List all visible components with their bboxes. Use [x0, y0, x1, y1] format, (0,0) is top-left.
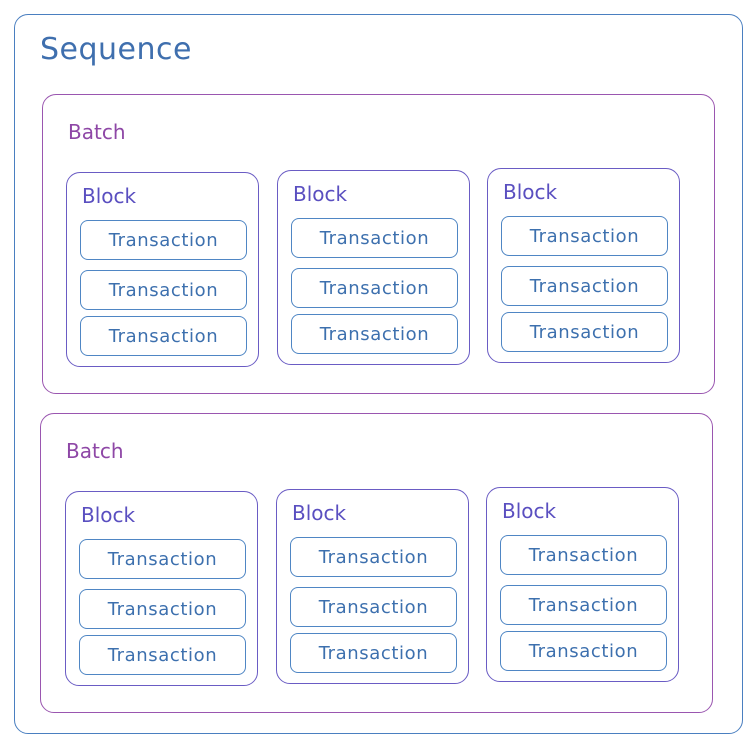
transaction-box: Transaction [80, 220, 247, 260]
sequence-title: Sequence [40, 32, 192, 67]
transaction-box: Transaction [79, 589, 246, 629]
transaction-box: Transaction [290, 537, 457, 577]
transaction-box: Transaction [500, 585, 667, 625]
batch-1-block-3: Block Transaction Transaction Transactio… [487, 168, 680, 363]
transaction-box: Transaction [500, 535, 667, 575]
transaction-box: Transaction [80, 316, 247, 356]
block-title: Block [503, 180, 558, 204]
transaction-box: Transaction [501, 266, 668, 306]
block-title: Block [82, 184, 137, 208]
block-title: Block [292, 501, 347, 525]
batch-2-block-3: Block Transaction Transaction Transactio… [486, 487, 679, 682]
batch-2-block-2: Block Transaction Transaction Transactio… [276, 489, 469, 684]
transaction-box: Transaction [79, 635, 246, 675]
batch-1-title: Batch [68, 120, 126, 144]
transaction-box: Transaction [291, 218, 458, 258]
transaction-box: Transaction [290, 587, 457, 627]
transaction-box: Transaction [500, 631, 667, 671]
block-title: Block [502, 499, 557, 523]
block-title: Block [81, 503, 136, 527]
transaction-box: Transaction [290, 633, 457, 673]
batch-1-block-2: Block Transaction Transaction Transactio… [277, 170, 470, 365]
transaction-box: Transaction [80, 270, 247, 310]
transaction-box: Transaction [501, 216, 668, 256]
block-title: Block [293, 182, 348, 206]
transaction-box: Transaction [501, 312, 668, 352]
transaction-box: Transaction [79, 539, 246, 579]
sequence-container [14, 14, 743, 734]
batch-2 [40, 413, 713, 713]
batch-2-title: Batch [66, 439, 124, 463]
transaction-box: Transaction [291, 314, 458, 354]
batch-1-block-1: Block Transaction Transaction Transactio… [66, 172, 259, 367]
transaction-box: Transaction [291, 268, 458, 308]
batch-2-block-1: Block Transaction Transaction Transactio… [65, 491, 258, 686]
batch-1 [42, 94, 715, 394]
